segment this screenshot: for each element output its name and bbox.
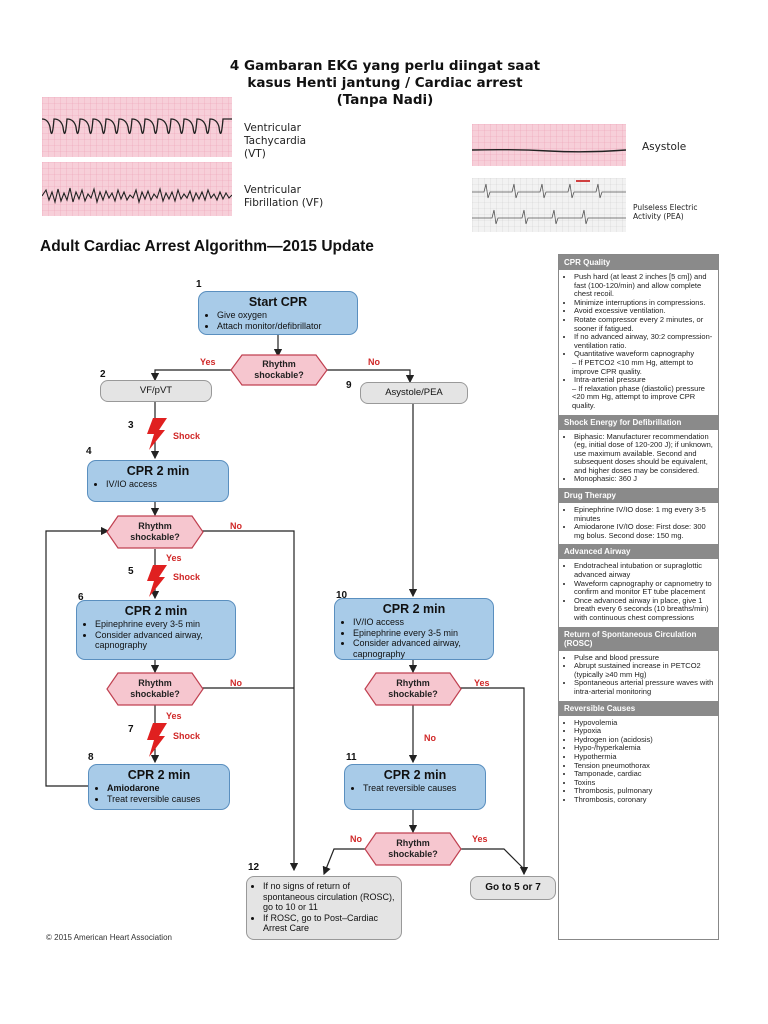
shock-label-2: Shock	[173, 572, 201, 582]
ekg-pea-trace	[472, 178, 626, 232]
vf-pvt-box: VF/pVT	[100, 380, 212, 402]
sb-cpr-quality-title: CPR Quality	[559, 255, 718, 270]
rhythm3-no-label: No	[230, 678, 242, 688]
copyright-text: © 2015 American Heart Association	[46, 933, 172, 942]
rhythm2-yes-label: Yes	[166, 553, 182, 563]
rhythm-decision-2-text: Rhythm shockable?	[130, 521, 180, 542]
ekg-strip-pea	[472, 178, 626, 232]
step-number-1: 1	[196, 279, 202, 290]
header-line-3: (Tanpa Nadi)	[336, 92, 434, 108]
ekg-vf-trace	[42, 162, 232, 216]
sb-advanced-airway-title: Advanced Airway	[559, 544, 718, 560]
rhythm-decision-4-text: Rhythm shockable?	[388, 678, 438, 699]
sb-reversible-causes-body: Hypovolemia Hypoxia Hydrogen ion (acidos…	[559, 716, 718, 809]
page-header-title: 4 Gambaran EKG yang perlu diingat saat k…	[200, 58, 570, 109]
shock-label-3: Shock	[173, 731, 201, 741]
rhythm5-no-label: No	[350, 834, 362, 844]
ekg-vt-trace	[42, 97, 232, 157]
ekg-pea-label: Pulseless Electric Activity (PEA)	[633, 203, 698, 221]
sidebar-panel: CPR Quality Push hard (at least 2 inches…	[558, 254, 719, 940]
sb-cpr-quality-body: Push hard (at least 2 inches [5 cm]) and…	[559, 270, 718, 415]
step-number-9: 9	[346, 380, 352, 391]
cpr-box-4-title: CPR 2 min	[126, 464, 190, 478]
start-cpr-title: Start CPR	[248, 295, 308, 309]
ekg-vt-label: Ventricular Tachycardia (VT)	[244, 122, 307, 160]
ekg-strip-vf	[42, 162, 232, 216]
rhythm5-yes-label: Yes	[472, 834, 488, 844]
cpr-box-6-title: CPR 2 min	[124, 604, 188, 618]
rhythm1-no-label: No	[368, 357, 380, 367]
rhythm4-no-label: No	[424, 733, 436, 743]
rhythm1-yes-label: Yes	[200, 357, 216, 367]
ekg-strip-vt	[42, 97, 232, 157]
sb-drug-therapy-title: Drug Therapy	[559, 488, 718, 504]
step-number-7: 7	[128, 724, 134, 735]
step12-box: If no signs of return of spontaneous cir…	[246, 876, 402, 940]
rhythm4-yes-label: Yes	[474, 678, 490, 688]
sb-advanced-airway-body: Endotracheal intubation or supraglottic …	[559, 559, 718, 626]
step-number-10: 10	[336, 590, 348, 601]
sb-shock-energy-title: Shock Energy for Defibrillation	[559, 414, 718, 430]
rhythm-decision-5-text: Rhythm shockable?	[388, 838, 438, 859]
shock-bolt-icon-1	[147, 418, 167, 450]
rhythm-decision-1-text: Rhythm shockable?	[254, 359, 304, 380]
start-cpr-box: Start CPR Give oxygen Attach monitor/def…	[198, 291, 358, 335]
cpr-box-6: CPR 2 min Epinephrine every 3-5 min Cons…	[76, 600, 236, 660]
ekg-asystole-label: Asystole	[642, 141, 687, 153]
step-number-2: 2	[100, 369, 106, 380]
step-number-4: 4	[86, 446, 92, 457]
rhythm-decision-2	[106, 515, 204, 549]
asystole-pea-box: Asystole/PEA	[360, 382, 468, 404]
goto-box: Go to 5 or 7	[470, 876, 556, 900]
algorithm-title: Adult Cardiac Arrest Algorithm—2015 Upda…	[40, 238, 374, 255]
ekg-asystole-trace	[472, 124, 626, 166]
step-number-8: 8	[88, 752, 94, 763]
cpr-box-8-title: CPR 2 min	[127, 768, 191, 782]
cpr-box-10: CPR 2 min IV/IO access Epinephrine every…	[334, 598, 494, 660]
shock-bolt-icon-3	[147, 723, 167, 757]
cpr-box-10-title: CPR 2 min	[382, 602, 446, 616]
step-number-3: 3	[128, 420, 134, 431]
rhythm-decision-3-text: Rhythm shockable?	[130, 678, 180, 699]
header-line-1: 4 Gambaran EKG yang perlu diingat saat	[229, 58, 541, 74]
shock-bolt-icon-2	[147, 565, 167, 597]
sb-rosc-body: Pulse and blood pressure Abrupt sustaine…	[559, 651, 718, 701]
rhythm-decision-1	[230, 354, 328, 386]
shock-label-1: Shock	[173, 431, 201, 441]
step-number-5: 5	[128, 566, 134, 577]
rhythm3-yes-label: Yes	[166, 711, 182, 721]
ekg-strip-asystole	[472, 124, 626, 166]
cpr-box-8: CPR 2 min Amiodarone Treat reversible ca…	[88, 764, 230, 810]
sb-shock-energy-body: Biphasic: Manufacturer recommendation (e…	[559, 430, 718, 489]
step-number-11: 11	[346, 752, 357, 763]
rhythm-decision-4	[364, 672, 462, 706]
ekg-vf-label: Ventricular Fibrillation (VF)	[244, 184, 324, 209]
rhythm-decision-3	[106, 672, 204, 706]
sb-rosc-title: Return of Spontaneous Circulation (ROSC)	[559, 626, 718, 651]
sb-reversible-causes-title: Reversible Causes	[559, 700, 718, 716]
cpr-box-11: CPR 2 min Treat reversible causes	[344, 764, 486, 810]
cpr-box-4: CPR 2 min IV/IO access	[87, 460, 229, 502]
sb-drug-therapy-body: Epinephrine IV/IO dose: 1 mg every 3-5 m…	[559, 503, 718, 544]
step-number-6: 6	[78, 592, 84, 603]
header-line-2: kasus Henti jantung / Cardiac arrest	[247, 75, 523, 91]
start-cpr-list: Give oxygen Attach monitor/defibrillator	[199, 310, 357, 331]
cpr-box-11-title: CPR 2 min	[383, 768, 447, 782]
rhythm2-no-label: No	[230, 521, 242, 531]
step-number-12: 12	[248, 862, 260, 873]
rhythm-decision-5	[364, 832, 462, 866]
